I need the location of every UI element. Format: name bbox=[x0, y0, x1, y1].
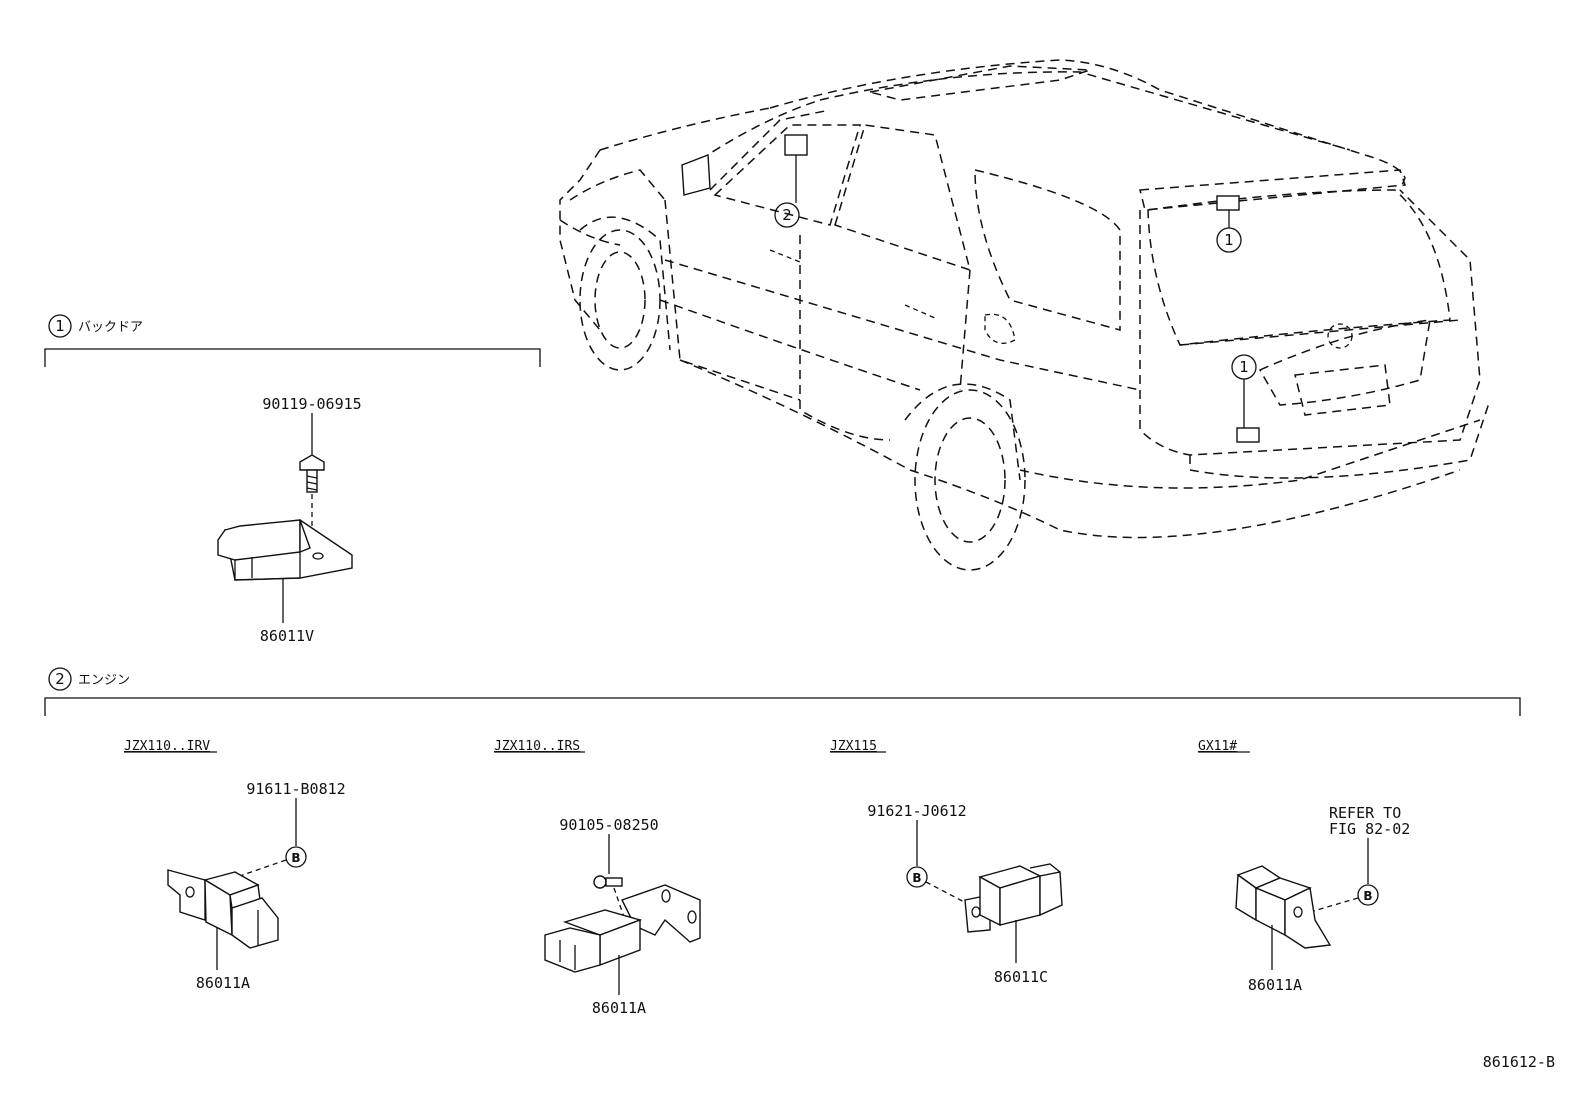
section-1-marker bbox=[48, 314, 72, 338]
variant-1-part-number: 86011A bbox=[196, 974, 250, 992]
figure-code: 861612-B bbox=[1483, 1053, 1555, 1071]
engine-relay-on-car bbox=[784, 134, 808, 156]
callout-backdoor-upper bbox=[1216, 227, 1242, 253]
callout-backdoor-upper-number: 1 bbox=[1224, 231, 1234, 249]
variant-1-relay bbox=[167, 869, 279, 949]
section-2-marker bbox=[48, 667, 72, 691]
variant-3-marker-letter: B bbox=[912, 871, 921, 885]
variant-4-name: GX11# bbox=[1198, 739, 1237, 754]
variant-1-fastener-part-number: 91611-B0812 bbox=[246, 780, 345, 798]
variant-4-part-number: 86011A bbox=[1248, 976, 1302, 994]
section-2-bracket bbox=[44, 697, 1521, 716]
variant-3-relay bbox=[964, 863, 1063, 933]
backdoor-bolt-part-number: 90119-06915 bbox=[262, 395, 361, 413]
variant-4-refer-line-2: FIG 82-02 bbox=[1329, 820, 1410, 838]
section-2-number: 2 bbox=[55, 670, 65, 688]
backdoor-relay-part-number: 86011V bbox=[260, 627, 314, 645]
variant-4-marker-letter: B bbox=[1363, 889, 1372, 903]
variant-3-marker bbox=[906, 866, 928, 888]
backdoor-bolt bbox=[299, 454, 325, 493]
callout-backdoor-lower bbox=[1231, 354, 1257, 380]
backdoor-relay-lower-on-car bbox=[1236, 427, 1260, 443]
backdoor-relay-upper-on-car bbox=[1216, 195, 1240, 211]
vehicle-illustration bbox=[559, 59, 1491, 571]
variant-3-fastener-part-number: 91621-J0612 bbox=[867, 802, 966, 820]
section-1-number: 1 bbox=[55, 317, 65, 335]
section-2-title: エンジン bbox=[78, 673, 130, 688]
callout-engine-number: 2 bbox=[782, 206, 792, 224]
section-1-title: バックドア bbox=[78, 320, 143, 335]
variant-1-marker bbox=[285, 846, 307, 868]
callout-engine bbox=[774, 202, 800, 228]
variant-1-marker-letter: B bbox=[291, 851, 300, 865]
variant-2-fastener-part-number: 90105-08250 bbox=[559, 816, 658, 834]
variant-4-marker bbox=[1357, 884, 1379, 906]
callout-backdoor-lower-number: 1 bbox=[1239, 358, 1249, 376]
variant-2-part-number: 86011A bbox=[592, 999, 646, 1017]
backdoor-relay bbox=[217, 519, 353, 581]
variant-4-relay bbox=[1235, 865, 1332, 949]
section-1-bracket bbox=[44, 348, 541, 367]
variant-3-name: JZX115 bbox=[830, 739, 877, 754]
variant-2-name: JZX110..IRS bbox=[494, 739, 580, 754]
variant-3-part-number: 86011C bbox=[994, 968, 1048, 986]
variant-4-refer-line-1: REFER TO bbox=[1329, 804, 1401, 822]
variant-2-relay bbox=[544, 884, 701, 973]
variant-1-name: JZX110..IRV bbox=[124, 739, 210, 754]
variant-2-bolt bbox=[593, 875, 623, 889]
